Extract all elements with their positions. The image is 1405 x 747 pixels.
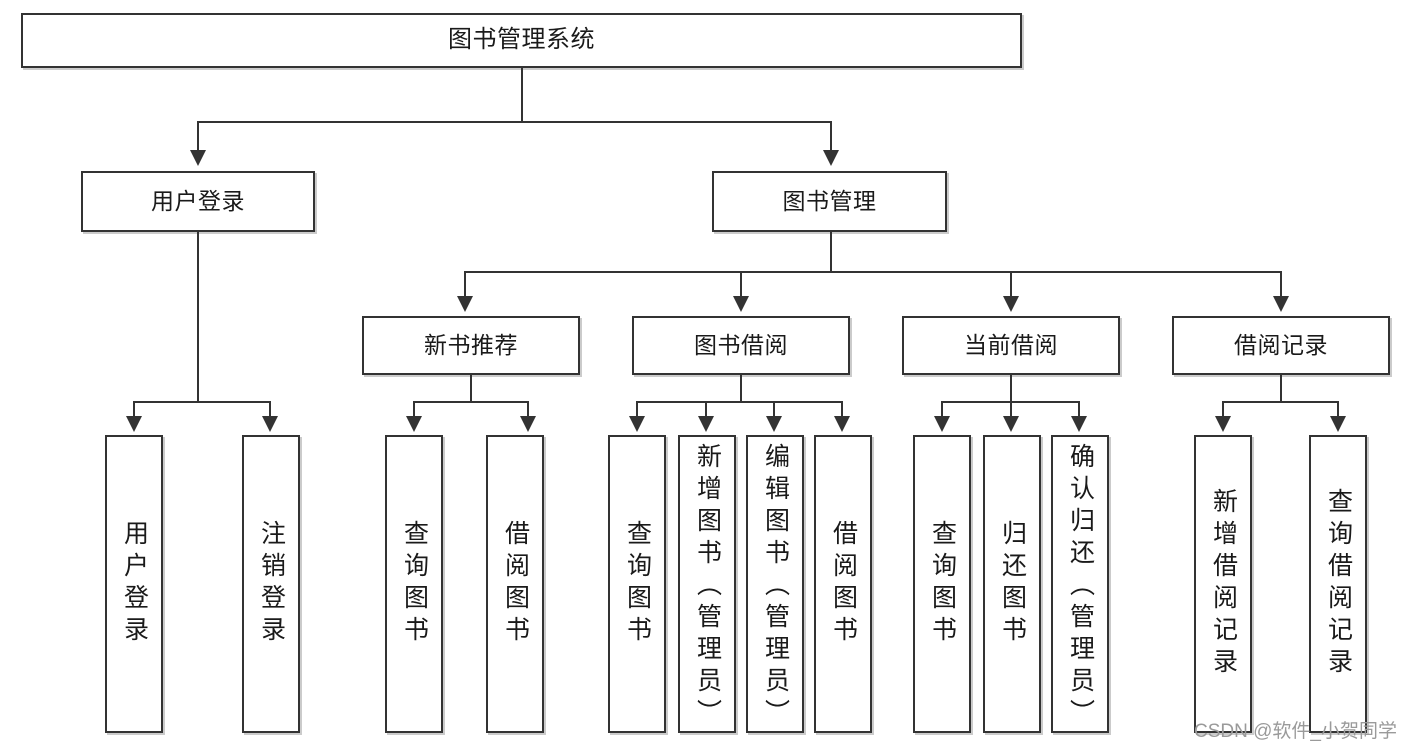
connector-drop-leaf-bb-2 bbox=[705, 401, 707, 419]
connector-book-management-stem bbox=[830, 232, 832, 272]
connector-drop-leaf-nbr-2 bbox=[527, 401, 529, 419]
arrowhead-leaf-bb-2 bbox=[698, 416, 714, 432]
node-label: 借阅记录 bbox=[1234, 331, 1328, 358]
node-book-borrow[interactable]: 图书借阅 bbox=[632, 316, 850, 375]
leaf-node-cb-confirm-return-admin[interactable]: 确认归还（管理员） bbox=[1051, 435, 1109, 733]
arrowhead-leaf-bb-4 bbox=[834, 416, 850, 432]
node-new-book-recommend[interactable]: 新书推荐 bbox=[362, 316, 580, 375]
leaf-node-nbr-borrow-book[interactable]: 借阅图书 bbox=[486, 435, 544, 733]
node-borrow-record[interactable]: 借阅记录 bbox=[1172, 316, 1390, 375]
leaf-node-bb-borrow-book[interactable]: 借阅图书 bbox=[814, 435, 872, 733]
connector-drop-leaf-bb-4 bbox=[841, 401, 843, 419]
arrowhead-leaf-user-login-2 bbox=[262, 416, 278, 432]
connector-book-borrow-leaf-bus bbox=[636, 401, 843, 403]
arrowhead-leaf-bb-1 bbox=[629, 416, 645, 432]
connector-book-borrow-stem bbox=[740, 375, 742, 402]
node-label: 用户登录 bbox=[120, 520, 149, 648]
node-label: 当前借阅 bbox=[964, 331, 1058, 358]
node-user-login[interactable]: 用户登录 bbox=[81, 171, 315, 232]
node-label: 用户登录 bbox=[151, 187, 245, 214]
node-label: 新书推荐 bbox=[424, 331, 518, 358]
node-book-management[interactable]: 图书管理 bbox=[712, 171, 947, 232]
leaf-node-bb-edit-book-admin[interactable]: 编辑图书（管理员） bbox=[746, 435, 804, 733]
connector-drop-leaf-cb-2 bbox=[1010, 401, 1012, 419]
connector-new-book-recommend-stem bbox=[470, 375, 472, 402]
node-label: 归还图书 bbox=[998, 520, 1027, 648]
leaf-node-user-login[interactable]: 用户登录 bbox=[105, 435, 163, 733]
leaf-node-logout[interactable]: 注销登录 bbox=[242, 435, 300, 733]
connector-current-borrow-stem bbox=[1010, 375, 1012, 402]
connector-drop-leaf-user-login-1 bbox=[133, 401, 135, 419]
leaf-node-nbr-query-book[interactable]: 查询图书 bbox=[385, 435, 443, 733]
arrowhead-book-borrow bbox=[733, 296, 749, 312]
connector-drop-leaf-cb-3 bbox=[1078, 401, 1080, 419]
arrowhead-current-borrow bbox=[1003, 296, 1019, 312]
connector-drop-leaf-bb-3 bbox=[773, 401, 775, 419]
leaf-node-cb-query-book[interactable]: 查询图书 bbox=[913, 435, 971, 733]
connector-new-book-recommend-leaf-bus bbox=[413, 401, 529, 403]
arrowhead-leaf-nbr-1 bbox=[406, 416, 422, 432]
arrowhead-user-login bbox=[190, 150, 206, 166]
connector-drop-leaf-br-1 bbox=[1222, 401, 1224, 419]
connector-drop-leaf-user-login-2 bbox=[269, 401, 271, 419]
leaf-node-bb-add-book-admin[interactable]: 新增图书（管理员） bbox=[678, 435, 736, 733]
connector-level2-bus bbox=[197, 121, 832, 123]
connector-level3-bus bbox=[464, 271, 1281, 273]
node-label: 图书管理系统 bbox=[448, 26, 595, 54]
node-label: 查询图书 bbox=[623, 520, 652, 648]
arrowhead-leaf-bb-3 bbox=[766, 416, 782, 432]
node-label: 查询图书 bbox=[928, 520, 957, 648]
node-label: 图书借阅 bbox=[694, 331, 788, 358]
connector-drop-leaf-nbr-1 bbox=[413, 401, 415, 419]
node-label: 确认归还（管理员） bbox=[1066, 443, 1095, 731]
csdn-watermark: CSDN @软件_小贺同学 bbox=[1194, 721, 1397, 742]
node-label: 图书管理 bbox=[782, 187, 877, 214]
leaf-node-bb-query-book[interactable]: 查询图书 bbox=[608, 435, 666, 733]
connector-drop-book-borrow bbox=[740, 271, 742, 299]
connector-user-login-stem bbox=[197, 232, 199, 402]
leaf-node-cb-return-book[interactable]: 归还图书 bbox=[983, 435, 1041, 733]
node-root-book-management-system[interactable]: 图书管理系统 bbox=[21, 13, 1022, 68]
arrowhead-borrow-record bbox=[1273, 296, 1289, 312]
node-label: 新增图书（管理员） bbox=[693, 443, 722, 731]
node-label: 注销登录 bbox=[257, 520, 286, 648]
node-label: 编辑图书（管理员） bbox=[761, 443, 790, 731]
connector-root-stem bbox=[521, 68, 523, 122]
node-label: 新增借阅记录 bbox=[1209, 488, 1238, 680]
connector-drop-borrow-record bbox=[1280, 271, 1282, 299]
arrowhead-leaf-cb-2 bbox=[1003, 416, 1019, 432]
connector-borrow-record-leaf-bus bbox=[1222, 401, 1339, 403]
node-label: 查询借阅记录 bbox=[1324, 488, 1353, 680]
arrowhead-new-book-recommend bbox=[457, 296, 473, 312]
connector-drop-new-book-recommend bbox=[464, 271, 466, 299]
connector-drop-current-borrow bbox=[1010, 271, 1012, 299]
node-label: 借阅图书 bbox=[829, 520, 858, 648]
arrowhead-leaf-nbr-2 bbox=[520, 416, 536, 432]
arrowhead-leaf-br-1 bbox=[1215, 416, 1231, 432]
connector-user-login-leaf-bus bbox=[133, 401, 269, 403]
node-label: 查询图书 bbox=[400, 520, 429, 648]
node-label: 借阅图书 bbox=[501, 520, 530, 648]
node-current-borrow[interactable]: 当前借阅 bbox=[902, 316, 1120, 375]
connector-borrow-record-stem bbox=[1280, 375, 1282, 402]
arrowhead-book-management bbox=[823, 150, 839, 166]
arrowhead-leaf-cb-1 bbox=[934, 416, 950, 432]
connector-drop-leaf-bb-1 bbox=[636, 401, 638, 419]
arrowhead-leaf-cb-3 bbox=[1071, 416, 1087, 432]
connector-drop-book-management bbox=[830, 121, 832, 153]
leaf-node-br-add-record[interactable]: 新增借阅记录 bbox=[1194, 435, 1252, 733]
connector-drop-user-login bbox=[197, 121, 199, 153]
arrowhead-leaf-br-2 bbox=[1330, 416, 1346, 432]
arrowhead-leaf-user-login-1 bbox=[126, 416, 142, 432]
connector-drop-leaf-cb-1 bbox=[941, 401, 943, 419]
leaf-node-br-query-record[interactable]: 查询借阅记录 bbox=[1309, 435, 1367, 733]
connector-drop-leaf-br-2 bbox=[1337, 401, 1339, 419]
